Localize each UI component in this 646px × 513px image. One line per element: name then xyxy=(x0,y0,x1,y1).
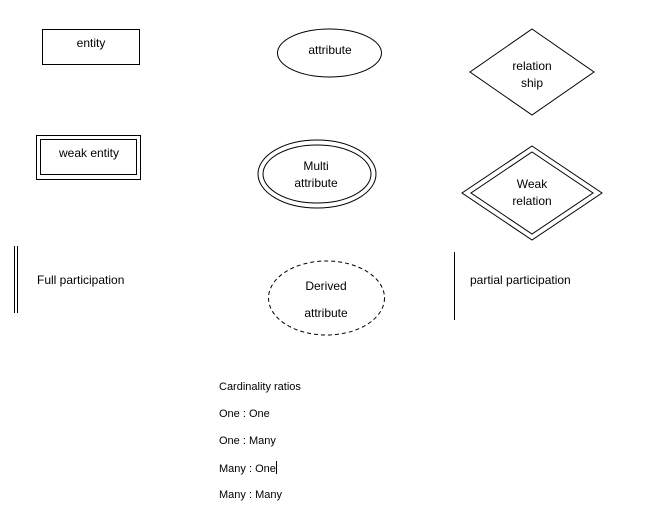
full-participation-symbol: Full participation xyxy=(14,246,124,313)
weak-relation-label-line-1: Weak xyxy=(517,177,548,191)
relationship-diamond xyxy=(469,28,595,116)
derived-attribute-label-line-1: Derived xyxy=(305,279,346,293)
full-participation-label: Full participation xyxy=(37,273,124,287)
multi-attribute-inner-ellipse xyxy=(262,144,372,204)
multi-attribute-label-line-2: attribute xyxy=(294,176,338,190)
partial-participation-symbol: partial participation xyxy=(454,252,571,320)
multi-attribute-symbol: Multi attribute xyxy=(257,139,377,209)
partial-participation-label: partial participation xyxy=(470,273,571,287)
weak-entity-inner-rectangle xyxy=(40,139,137,175)
weak-entity-label: weak entity xyxy=(58,146,119,160)
text-cursor xyxy=(275,461,277,474)
derived-attribute-dashed-ellipse xyxy=(268,260,385,336)
attribute-label: attribute xyxy=(308,43,352,57)
weak-relation-inner-diamond xyxy=(470,151,594,235)
cardinality-heading: Cardinality ratios xyxy=(219,381,301,393)
entity-symbol: entity xyxy=(42,29,140,65)
attribute-symbol: attribute xyxy=(277,28,382,78)
relationship-label-line-2: ship xyxy=(521,76,543,90)
weak-relation-label-line-2: relation xyxy=(512,194,551,208)
relationship-label-line-1: relation xyxy=(512,59,551,73)
cardinality-item-many-many: Many : Many xyxy=(219,489,282,501)
relationship-symbol: relation ship xyxy=(469,28,595,116)
cardinality-item-many-one-row[interactable]: Many : One xyxy=(219,461,277,476)
cardinality-item-many-one: Many : One xyxy=(219,463,276,475)
cardinality-item-one-many: One : Many xyxy=(219,435,276,447)
weak-entity-symbol: weak entity xyxy=(36,135,141,180)
attribute-ellipse xyxy=(277,28,382,78)
weak-relation-symbol: Weak relation xyxy=(461,145,603,241)
multi-attribute-label-line-1: Multi xyxy=(303,159,328,173)
entity-label: entity xyxy=(77,36,106,50)
cardinality-item-one-one: One : One xyxy=(219,408,270,420)
entity-rectangle xyxy=(42,29,140,65)
derived-attribute-label-line-2: attribute xyxy=(304,306,348,320)
derived-attribute-symbol: Derived attribute xyxy=(268,260,385,336)
